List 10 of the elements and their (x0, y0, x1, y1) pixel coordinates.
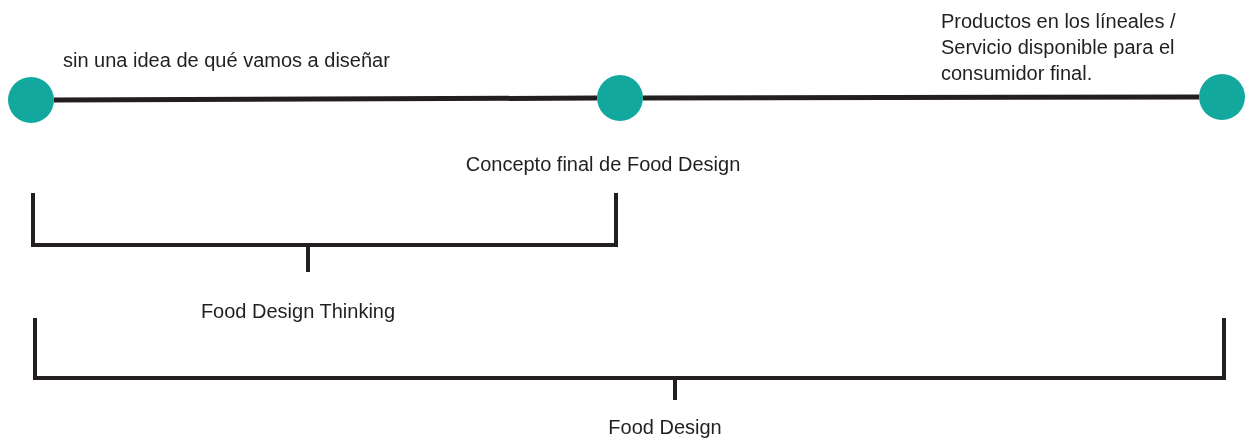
phase-label: Food Design (607, 415, 723, 440)
timeline-line (643, 94, 1199, 101)
timeline-line (54, 95, 597, 103)
timeline-dot (8, 77, 54, 123)
timeline-dot (1199, 74, 1245, 120)
phase-label: Food Design Thinking (199, 299, 397, 324)
milestone-caption: Productos en los líneales / Servicio disponible para el consumidor final. (941, 9, 1177, 86)
timeline-dot (597, 75, 643, 121)
milestone-caption: Concepto final de Food Design (464, 152, 742, 177)
milestone-caption: sin una idea de qué vamos a diseñar (63, 48, 391, 73)
